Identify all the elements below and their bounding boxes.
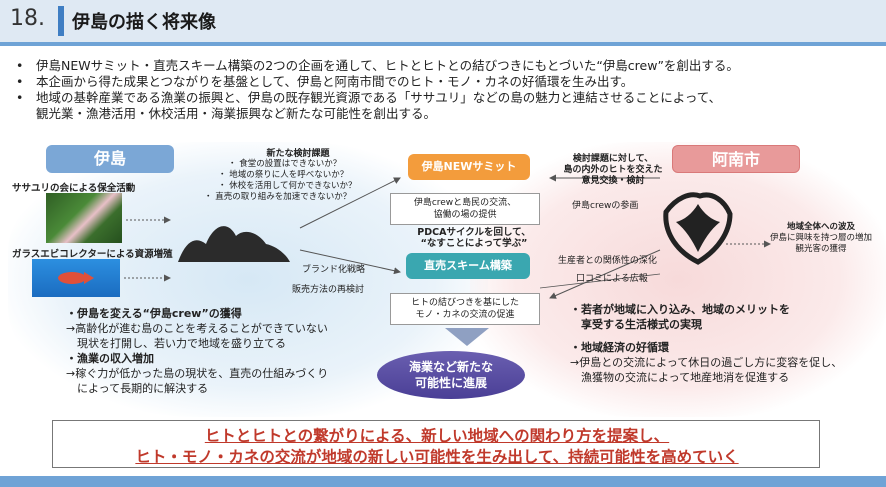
line-scheme-anan [539,273,661,289]
slide-number: 18. [10,6,45,31]
scheme-description: ヒトの結びつきを基にした モノ・カネの交流の促進 [390,293,540,325]
spread-line: 伊島に興味を持つ層の増加 [769,233,872,243]
pdca-caption: PDCAサイクルを回して、 “なすことによって学ぶ” [404,227,544,249]
effect-line: →稼ぐ力が低かった島の現状を、直売の仕組みづくり [66,367,329,380]
sasayuri-photo [46,193,122,243]
ijima-effects: ・伊島を変える“伊島crew”の獲得 →高齢化が進む島のことを考えることができて… [66,306,396,396]
summit-node: 伊島NEWサミット [408,154,530,180]
pdca-line: PDCAサイクルを回して、 [417,227,531,238]
new-issues-heading: 新たな検討課題 [266,149,330,159]
footer-bar [0,476,886,487]
sasayuri-group-label: ササユリの会による保全活動 [12,183,136,194]
spread-heading: 地域全体への波及 [786,222,855,232]
issue-exchange-line: 意見交換・検討 [581,176,645,186]
fish-icon [58,272,86,284]
arrow-island-to-summit [299,177,401,229]
bullet-1: •伊島NEWサミット・直売スキーム構築の2つの企画を通して、ヒトとヒトとの結びつ… [16,58,739,73]
result-node: 海業など新たな 可能性に進展 [377,351,525,399]
scheme-node: 直売スキーム構築 [406,253,530,279]
arrow-island-to-scheme [299,249,401,275]
effect-line: 現状を打開し、若い力で地域を盛り立てる [66,337,286,350]
effect-heading: ・地域経済の好循環 [570,341,669,354]
word-of-mouth-label: 口コミによる広報 [576,274,648,284]
brand-strategy-label: ブランド化戦略 [302,265,366,275]
bullet-3-cont: 観光業・漁港活用・休校活用・海業振興など新たな可能性を創出する。 [36,106,437,121]
result-line: 海業など新たな [408,360,493,374]
anan-emblem-icon [663,192,733,265]
effect-heading: ・伊島を変える“伊島crew”の獲得 [66,307,242,320]
effect-line: によって長期的に解決する [66,382,209,395]
bullet-2: •本企画から得た成果とつながりを基盤として、伊島と阿南市間でのヒト・モノ・カネの… [16,74,634,89]
new-issue-item: ・ 直売の取り組みを加速できないか？ [204,192,352,202]
arrow-anan-to-scheme [549,249,661,299]
anan-label: 阿南市 [672,145,800,173]
crew-join-label: 伊島crewの参画 [572,201,639,211]
summit-desc-line: 協働の場の提供 [433,210,497,220]
summit-desc-line: 伊島crewと島民の交流、 [413,198,517,208]
down-arrow-icon [445,328,489,346]
result-line: 可能性に進展 [414,376,487,390]
scheme-desc-line: モノ・カネの交流の促進 [415,310,515,320]
page-title: 伊島の描く将来像 [72,12,216,33]
spread-line: 観光客の獲得 [795,244,847,254]
conclusion-box: ヒトとヒトとの繋がりによる、新しい地域への関わり方を提案し、 ヒト・モノ・カネの… [52,420,820,468]
scheme-desc-line: ヒトの結びつきを基にした [410,298,519,308]
issue-exchange-line: 島の内外のヒトを交えた [563,165,663,175]
regional-spread-label: 地域全体への波及 伊島に興味を持つ層の増加 観光客の獲得 [756,222,886,255]
new-issue-item: ・ 食堂の設置はできないか？ [228,159,342,169]
title-bar [0,0,886,42]
summit-description: 伊島crewと島民の交流、 協働の場の提供 [390,193,540,225]
issue-exchange-label: 検討課題に対して、 島の内外のヒトを交えた 意見交換・検討 [560,154,666,187]
conclusion-line-1: ヒトとヒトとの繋がりによる、新しい地域への関わり方を提案し、 [204,427,670,445]
producer-relationship-label: 生産者との関係性の深化 [558,256,657,266]
effect-line: 享受する生活様式の実現 [570,318,702,331]
effect-heading: ・若者が地域に入り込み、地域のメリットを [570,303,790,316]
effect-line: →高齢化が進む島のことを考えることができていない [66,322,328,335]
conclusion-line-2: ヒト・モノ・カネの交流が地域の新しい可能性を生み出して、持続可能性を高めていく [135,448,739,466]
issue-exchange-line: 検討課題に対して、 [572,154,654,164]
island-icon [178,226,290,262]
title-underline [0,42,886,46]
new-issue-item: ・ 休校を活用して何かできないか？ [218,181,357,191]
anan-region-background [470,142,886,417]
new-issue-item: ・ 地域の祭りに人を呼べないか？ [218,170,349,180]
anan-effects: ・若者が地域に入り込み、地域のメリットを 享受する生活様式の実現 ・地域経済の好… [570,302,886,385]
effect-line: 漁獲物の交流によって地産地消を促進する [570,371,790,384]
new-issues-list: 新たな検討課題 ・ 食堂の設置はできないか？ ・ 地域の祭りに人を呼べないか？ … [198,146,398,203]
effect-line: →伊島との交流によって休日の過ごし方に変容を促し、 [570,356,843,369]
sales-method-label: 販売方法の再検討 [292,285,365,295]
glass-shrimp-group-label: ガラスエビコレクターによる資源増殖 [12,249,173,260]
fish-tail-icon [84,272,94,284]
title-separator [58,6,64,36]
bullet-3: •地域の基幹産業である漁業の振興と、伊島の既存観光資源である「ササユリ」などの島… [16,90,722,105]
ijima-label: 伊島 [46,145,174,173]
pdca-line: “なすことによって学ぶ” [420,238,528,249]
effect-heading: ・漁業の収入増加 [66,352,154,365]
